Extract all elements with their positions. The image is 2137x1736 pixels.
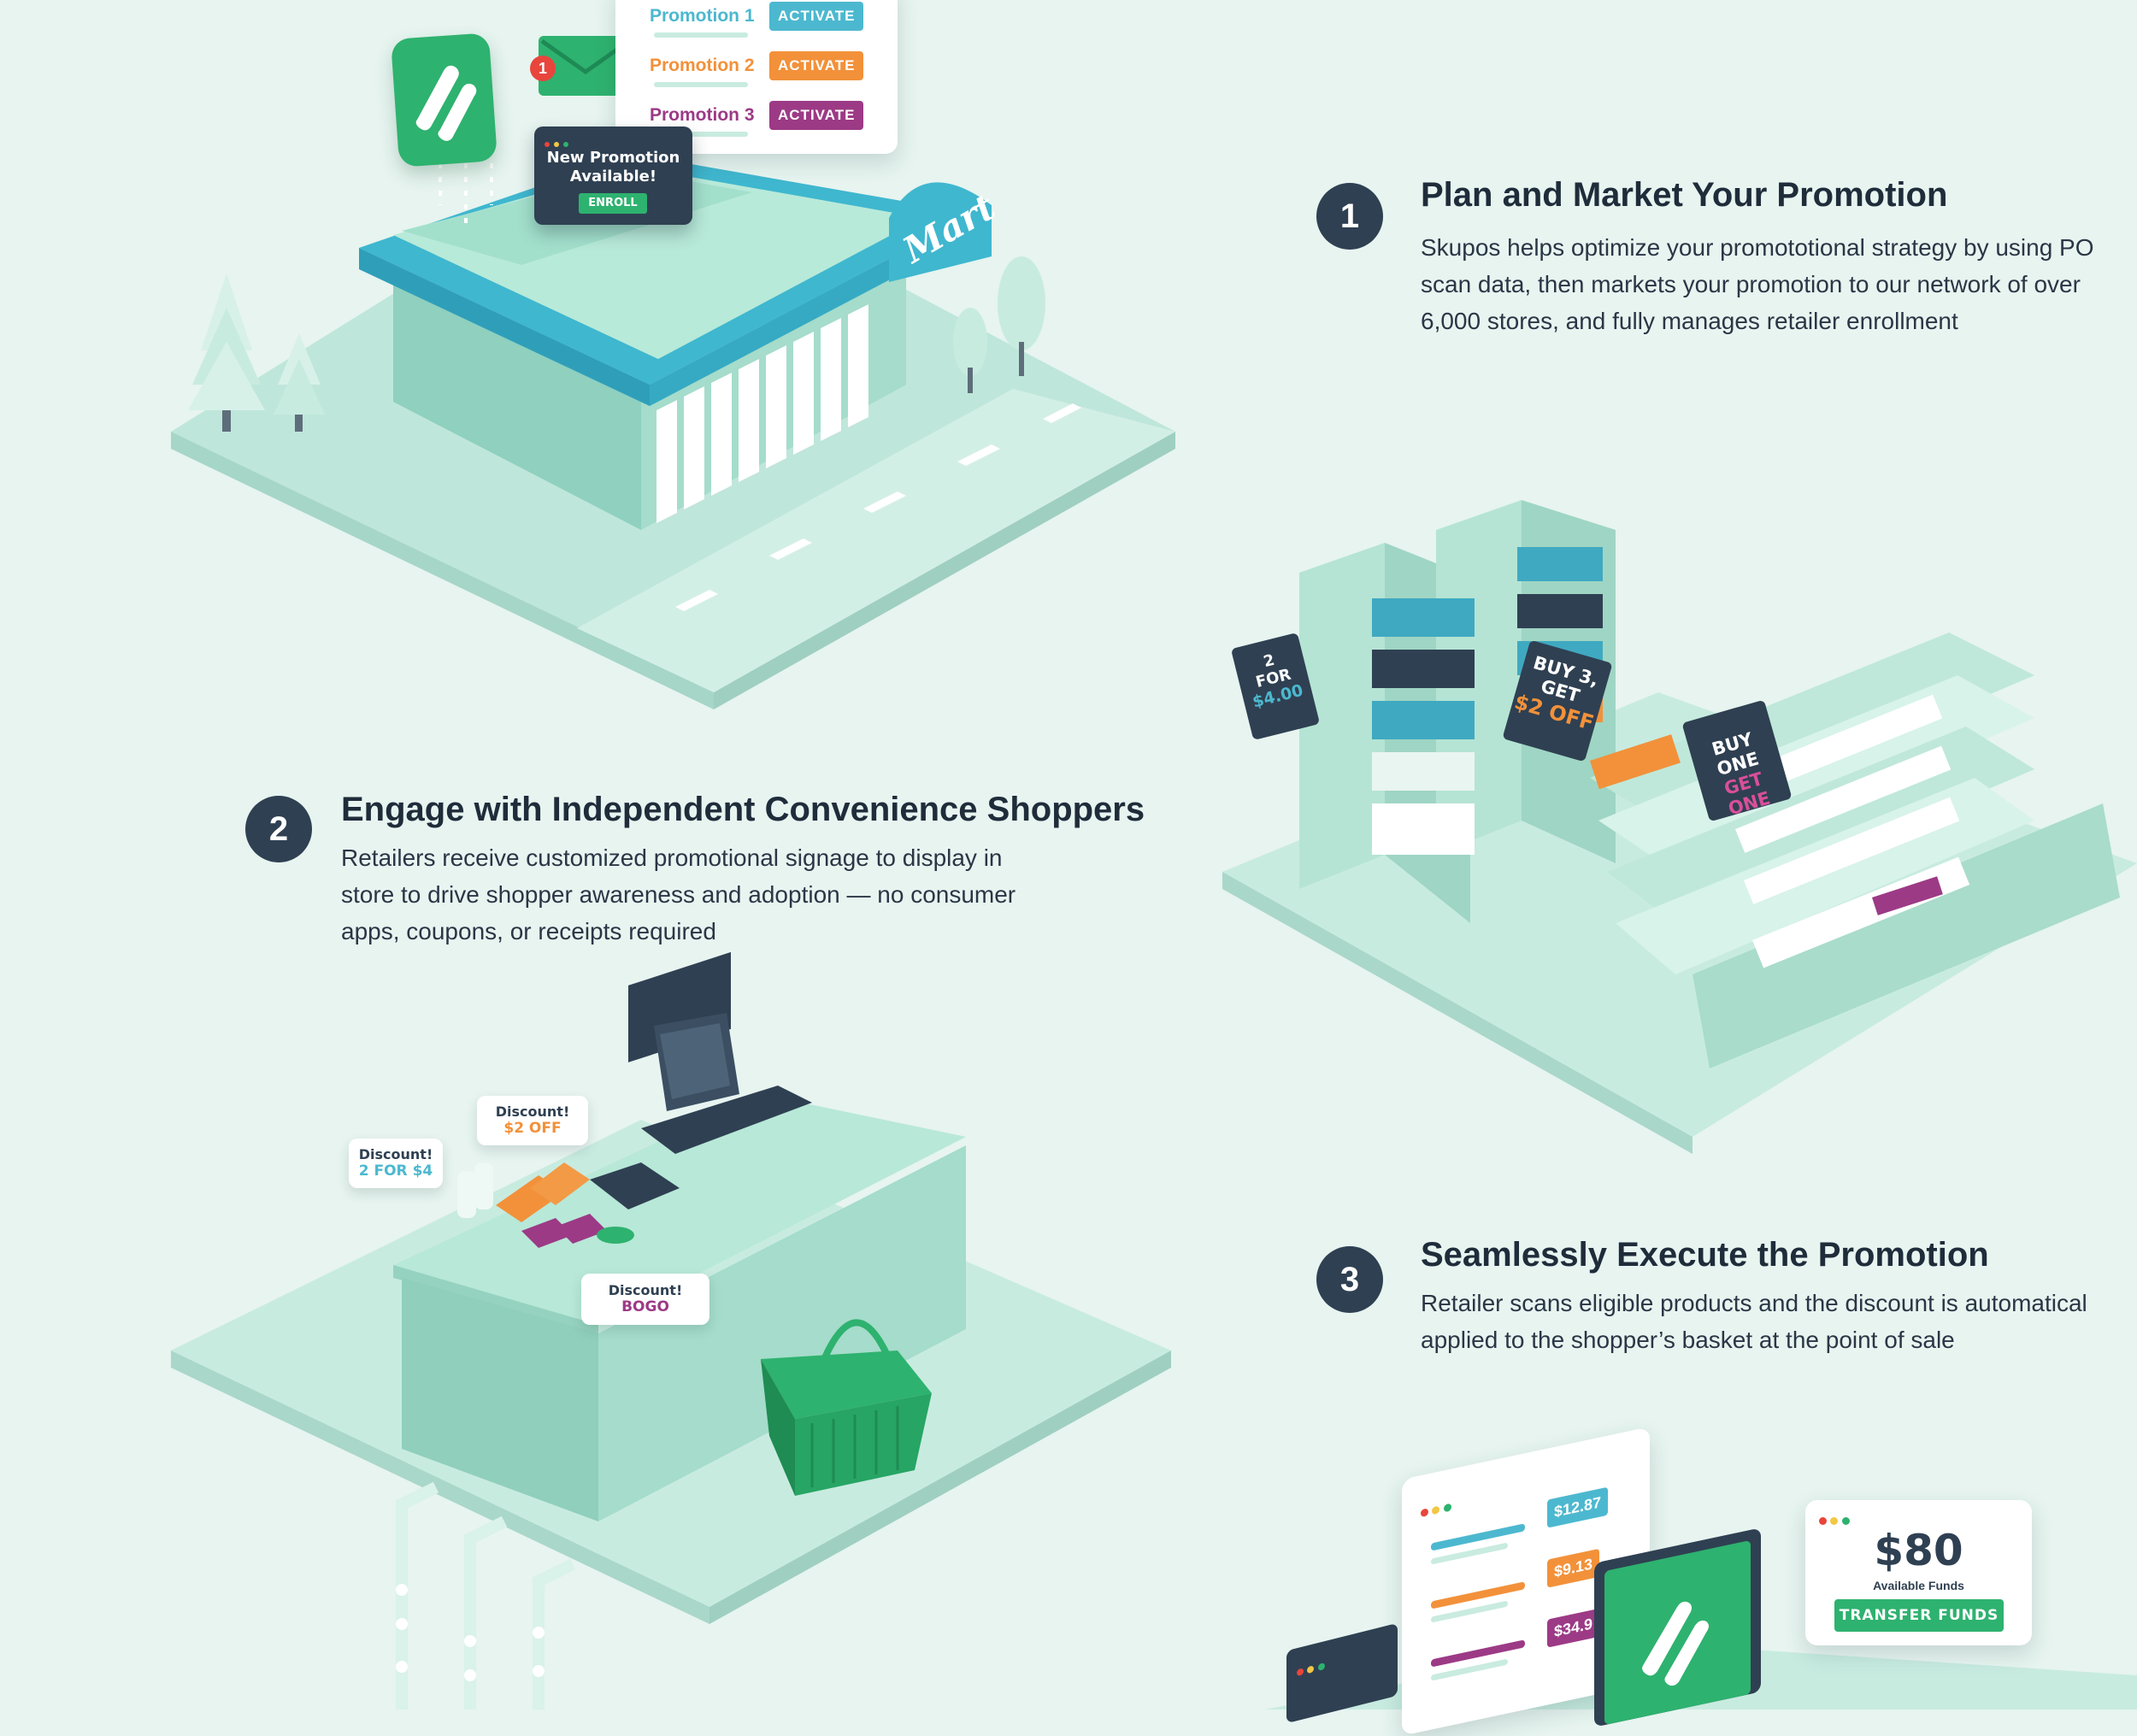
discount-title: Discount! xyxy=(608,1282,683,1298)
placeholder-line xyxy=(654,132,748,137)
popup-title-line1: New Promotion xyxy=(546,149,680,167)
step-number-1: 1 xyxy=(1316,183,1383,250)
discount-value: 2 FOR $4 xyxy=(358,1162,433,1180)
step-title-2: Engage with Independent Convenience Shop… xyxy=(341,791,1145,828)
promotion-row-3: Promotion 3 ACTIVATE xyxy=(650,101,864,130)
placeholder-line xyxy=(654,82,748,87)
new-promotion-popup: New Promotion Available! ENROLL xyxy=(534,127,692,225)
price-tag: $34.9 xyxy=(1547,1608,1600,1648)
price-tag: $12.87 xyxy=(1547,1486,1609,1528)
step-description-line: 6,000 stores, and fully manages retailer… xyxy=(1421,308,1958,334)
step-description-line: applied to the shopper’s basket at the p… xyxy=(1421,1327,1955,1353)
placeholder-line xyxy=(654,32,748,38)
price-tag: $9.13 xyxy=(1547,1548,1600,1588)
report-line xyxy=(1431,1523,1525,1551)
checkout-illustration xyxy=(171,951,1171,1710)
promotion-name: Promotion 2 xyxy=(650,56,755,75)
basket-icon xyxy=(761,1319,932,1496)
window-dots-icon xyxy=(1297,1658,1325,1680)
step-description-line: store to drive shopper awareness and ado… xyxy=(341,881,1016,908)
tree-icon xyxy=(188,274,325,432)
funds-amount: $80 xyxy=(1874,1526,1963,1575)
promotion-row-2: Promotion 2 ACTIVATE xyxy=(650,51,864,80)
discount-bubble-2for4: Discount! 2 FOR $4 xyxy=(349,1139,443,1188)
enroll-button[interactable]: ENROLL xyxy=(579,193,647,214)
step-number-2: 2 xyxy=(245,796,312,862)
funds-label: Available Funds xyxy=(1873,1579,1964,1592)
window-dots-icon xyxy=(1421,1500,1451,1522)
laptop-screen xyxy=(1604,1539,1751,1726)
step-title-1: Plan and Market Your Promotion xyxy=(1421,176,1948,214)
step-description-line: Retailer scans eligible products and the… xyxy=(1421,1290,2087,1316)
register-icon xyxy=(641,1086,812,1154)
step-description-3: Retailer scans eligible products and the… xyxy=(1421,1285,2087,1358)
step-description-line: Skupos helps optimize your promototional… xyxy=(1421,234,2094,261)
discount-title: Discount! xyxy=(495,1103,570,1120)
step-title-3: Seamlessly Execute the Promotion xyxy=(1421,1236,1989,1274)
activate-button[interactable]: ACTIVATE xyxy=(769,101,864,130)
mail-badge: 1 xyxy=(530,56,556,81)
window-dots-icon xyxy=(545,134,569,150)
promotion-name: Promotion 1 xyxy=(650,6,755,26)
promotion-name: Promotion 3 xyxy=(650,105,755,125)
discount-bubble-2off: Discount! $2 OFF xyxy=(477,1096,588,1145)
envelope-icon xyxy=(539,36,633,96)
mail-badge-count: 1 xyxy=(538,59,547,77)
funds-card: $80 Available Funds TRANSFER FUNDS xyxy=(1805,1500,2032,1645)
discount-title: Discount! xyxy=(358,1146,433,1162)
transfer-funds-button[interactable]: TRANSFER FUNDS xyxy=(1834,1599,2004,1632)
window-dots-icon xyxy=(1819,1514,1850,1529)
discount-value: BOGO xyxy=(621,1298,669,1315)
step-description-line: apps, coupons, or receipts required xyxy=(341,918,716,945)
activate-button[interactable]: ACTIVATE xyxy=(769,2,864,31)
promotion-row-1: Promotion 1 ACTIVATE xyxy=(650,2,864,31)
discount-value: $2 OFF xyxy=(503,1120,562,1137)
laptop xyxy=(1594,1527,1761,1727)
step-description-line: scan data, then markets your promotion t… xyxy=(1421,271,2081,297)
popup-title-line2: Available! xyxy=(569,168,657,185)
skupos-logo-icon xyxy=(390,32,498,168)
skupos-logo-icon xyxy=(1642,1601,1709,1686)
step-description-1: Skupos helps optimize your promototional… xyxy=(1421,229,2094,339)
step-description-line: Retailers receive customized promotional… xyxy=(341,844,1003,871)
step-number-3: 3 xyxy=(1316,1246,1383,1313)
discount-bubble-bogo: Discount! BOGO xyxy=(581,1274,709,1325)
activate-button[interactable]: ACTIVATE xyxy=(769,51,864,80)
shelves-illustration xyxy=(1222,500,2137,1154)
report-line xyxy=(1431,1581,1525,1609)
report-line xyxy=(1431,1639,1525,1668)
step-description-2: Retailers receive customized promotional… xyxy=(341,839,1016,950)
